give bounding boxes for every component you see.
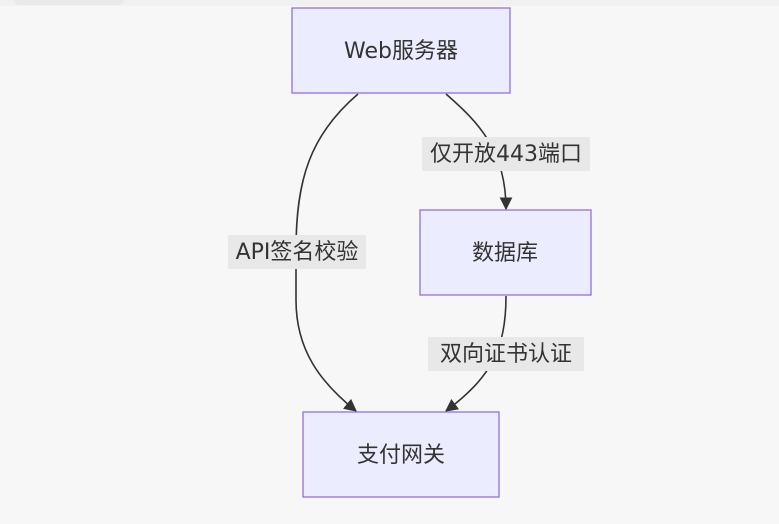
node-label: Web服务器 xyxy=(344,39,458,64)
edge-label-text: API签名校验 xyxy=(236,240,359,265)
edge-label-web-db: 仅开放443端口 xyxy=(422,137,590,171)
node-label: 支付网关 xyxy=(357,443,445,468)
node-database[interactable]: 数据库 xyxy=(419,209,592,296)
node-payment-gateway[interactable]: 支付网关 xyxy=(302,411,500,498)
node-label: 数据库 xyxy=(472,241,538,266)
top-strip xyxy=(0,0,779,6)
edge-label-text: 双向证书认证 xyxy=(440,342,572,367)
node-web-server[interactable]: Web服务器 xyxy=(291,7,511,94)
top-tab xyxy=(14,0,124,5)
edge-label-db-pay: 双向证书认证 xyxy=(428,337,584,371)
edge-label-web-pay: API签名校验 xyxy=(228,235,366,269)
edge-label-text: 仅开放443端口 xyxy=(430,142,582,167)
